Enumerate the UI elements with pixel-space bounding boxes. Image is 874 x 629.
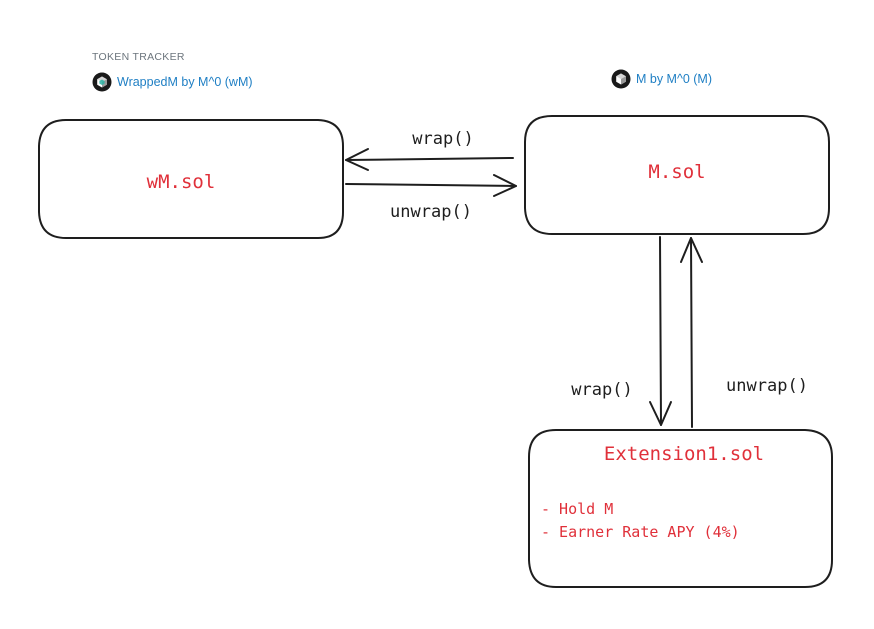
unwrap-label-top: unwrap(): [390, 202, 472, 222]
wrap-label-top: wrap(): [412, 129, 473, 149]
wrappedm-token-name: WrappedM by M^0 (wM): [117, 75, 253, 89]
m-token-name: M by M^0 (M): [636, 72, 713, 86]
extension1-sol-box[interactable]: Extension1.sol - Hold M - Earner Rate AP…: [528, 429, 833, 588]
token-logo-icon: [611, 69, 631, 89]
wm-sol-box[interactable]: wM.sol: [38, 119, 344, 239]
m-sol-title: M.sol: [648, 161, 705, 183]
wrap-arrow-left: [345, 148, 514, 171]
unwrap-arrow-right: [345, 174, 517, 197]
extension-item-apy: - Earner Rate APY (4%): [541, 523, 740, 541]
wrap-label-down: wrap(): [571, 380, 632, 400]
extension1-sol-title: Extension1.sol: [604, 443, 764, 465]
unwrap-label-up: unwrap(): [726, 376, 808, 396]
token-logo-icon: [92, 72, 112, 92]
wrap-arrow-down: [649, 236, 672, 426]
m-sol-box[interactable]: M.sol: [524, 115, 830, 235]
token-tracker-label: TOKEN TRACKER: [92, 51, 185, 63]
wrappedm-token-link[interactable]: WrappedM by M^0 (wM): [92, 72, 253, 92]
m-token-link[interactable]: M by M^0 (M): [611, 69, 712, 89]
extension-item-hold: - Hold M: [541, 500, 613, 518]
wm-sol-title: wM.sol: [147, 171, 216, 193]
unwrap-arrow-up: [680, 237, 703, 428]
